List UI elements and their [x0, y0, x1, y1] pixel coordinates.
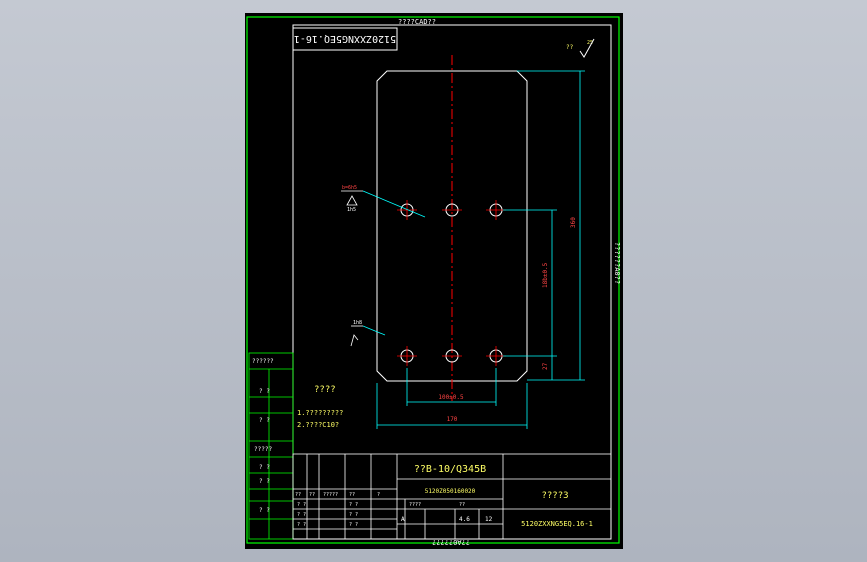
svg-text:??: ??	[309, 492, 315, 498]
svg-text:b=6h5: b=6h5	[342, 185, 357, 191]
mirrored-code: 5120ZXXNG5EQ.16-1	[294, 33, 396, 44]
top-label: ????CAD??	[398, 18, 436, 26]
svg-text:? ?: ? ?	[349, 522, 358, 528]
notes-line2: 2.????C10?	[297, 421, 339, 429]
dim-vertical-holes: 18b±0.5	[542, 262, 549, 288]
hole-centermarks	[397, 200, 506, 366]
right-label: ??????A0??	[613, 242, 621, 284]
svg-text:??: ??	[295, 492, 301, 498]
left-panel-row2: ? ?	[259, 388, 270, 395]
dim-horizontal-holes: 100±0.5	[438, 394, 464, 401]
svg-text:?: ?	[377, 492, 380, 498]
svg-text:? ?: ? ?	[297, 512, 306, 518]
roughness-symbol	[579, 38, 595, 58]
bottom-label: ??A0?????	[432, 538, 470, 546]
left-panel-row1: ??????	[252, 358, 274, 365]
dim-vertical-small: 27	[542, 362, 549, 370]
notes-heading: ????	[314, 385, 336, 395]
roughness-value: 25	[587, 40, 593, 46]
svg-text:?????: ?????	[323, 492, 338, 498]
title-block-col-a: A	[401, 516, 405, 523]
cad-viewport[interactable]: ????CAD?? ??A0????? ??????A0?? 5120ZXXNG…	[245, 13, 623, 549]
svg-text:??: ??	[459, 502, 465, 508]
roughness-note: ??	[566, 44, 574, 51]
svg-text:? ?: ? ?	[297, 502, 306, 508]
left-panel-row4: ?????	[254, 446, 272, 453]
left-panel-row7: ? ?	[259, 507, 270, 514]
svg-text:??: ??	[349, 492, 355, 498]
dim-horizontal-total: 170	[447, 416, 458, 423]
mirrored-code-box	[292, 27, 398, 51]
left-panel-row5: ? ?	[259, 464, 270, 471]
svg-text:? ?: ? ?	[349, 502, 358, 508]
outer-frame	[246, 16, 620, 544]
svg-text:1h5: 1h5	[347, 207, 356, 213]
notes-line1: 1.?????????	[297, 409, 343, 417]
title-block-material: ??B-10/Q345B	[414, 464, 486, 475]
weld-annotation-top: b=6h5 1h5	[341, 185, 426, 218]
dim-vertical-total: 360	[570, 217, 577, 228]
title-block-headers: ?? ?? ????? ?? ? ???? ?? ? ? ? ? ? ? ? ?…	[295, 492, 465, 528]
title-block-number: 5120Z050160020	[425, 488, 476, 495]
weld-annotation-bottom: 1h8	[350, 320, 386, 347]
svg-text:????: ????	[409, 502, 421, 508]
drawing-canvas: ????CAD?? ??A0????? ??????A0?? 5120ZXXNG…	[246, 16, 621, 546]
svg-text:1h8: 1h8	[353, 320, 362, 326]
title-block-qty1: 4.6	[459, 516, 470, 523]
left-panel-row3: ? ?	[259, 417, 270, 424]
dimensions	[376, 70, 585, 429]
title-block-qty2: 12	[485, 516, 493, 523]
left-panel	[248, 352, 294, 540]
svg-text:? ?: ? ?	[297, 522, 306, 528]
title-block-title: ????3	[541, 491, 568, 501]
title-block	[292, 453, 612, 540]
svg-text:? ?: ? ?	[349, 512, 358, 518]
title-block-code: 5120ZXXNG5EQ.16-1	[521, 520, 593, 528]
left-panel-row6: ? ?	[259, 478, 270, 485]
inner-frame	[292, 24, 612, 540]
plate-outline	[376, 70, 528, 382]
